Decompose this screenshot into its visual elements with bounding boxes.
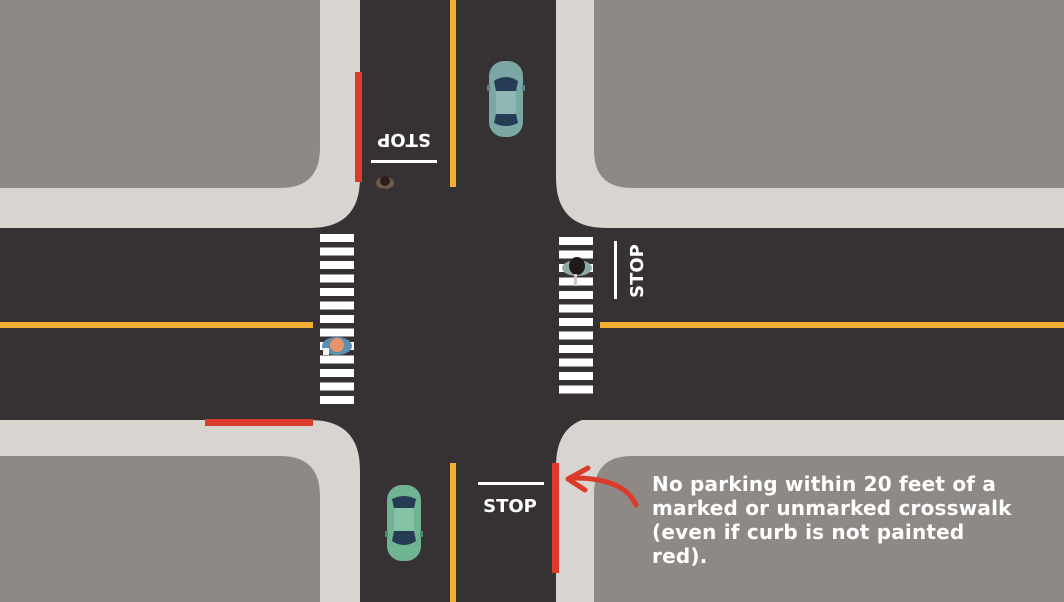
red-arrow-head [565, 465, 591, 493]
center-line-north [450, 0, 456, 187]
red-curb-south [552, 463, 559, 573]
stop-line-east [614, 241, 617, 299]
crosswalk-stripe [320, 369, 354, 377]
road-corner-sw [310, 420, 360, 470]
center-line-east [600, 322, 1064, 328]
crosswalk-stripe [559, 250, 593, 259]
stop-label-south: STOP [483, 496, 537, 517]
crosswalk-stripe [320, 396, 354, 404]
red-curb-west [205, 419, 313, 426]
sidewalk-nw [0, 0, 360, 228]
crosswalk-stripe [320, 234, 354, 242]
stop-lines [371, 160, 617, 485]
crosswalk-stripe [320, 328, 354, 337]
road-corner-ne [556, 178, 606, 228]
stop-label-east: STOP [627, 244, 648, 298]
crosswalk-stripe [320, 301, 354, 310]
center-line-west [0, 322, 313, 328]
crosswalk-stripe [559, 291, 593, 299]
stop-line-south [478, 482, 544, 485]
no-parking-note: No parking within 20 feet of a marked or… [652, 472, 1012, 568]
sidewalk-ne [556, 0, 1064, 228]
stop-line-north [371, 160, 437, 163]
pedestrian-north [376, 167, 394, 196]
car-south [385, 485, 423, 561]
crosswalk-stripe [559, 318, 593, 326]
sidewalk-se [556, 416, 1064, 602]
center-line-south [450, 463, 456, 602]
crosswalk-stripe [320, 261, 354, 269]
red-arrow [571, 475, 639, 508]
road-corner-se [556, 416, 606, 466]
pedestrian-east [562, 257, 592, 286]
crosswalk-stripe [320, 288, 354, 296]
crosswalk-stripe [320, 315, 354, 323]
pedestrian-west [322, 337, 352, 355]
car-north [487, 61, 525, 137]
crosswalk-stripe [320, 382, 354, 391]
crosswalk-stripe [320, 355, 354, 364]
crosswalk-stripe [559, 237, 593, 245]
crosswalk-stripe [559, 345, 593, 353]
sidewalk-sw [0, 420, 360, 602]
road-corner-nw [310, 178, 360, 228]
crosswalk-stripe [320, 247, 354, 256]
crosswalk-stripe [559, 372, 593, 380]
crosswalk-stripe [559, 331, 593, 340]
crosswalk-stripe [559, 358, 593, 367]
red-curb-north [355, 72, 362, 182]
stop-label-north: STOP [377, 129, 431, 150]
red-curbs [205, 72, 559, 573]
crosswalk-stripe [559, 385, 593, 394]
crosswalk-stripe [559, 304, 593, 313]
crosswalk-stripe [320, 274, 354, 283]
